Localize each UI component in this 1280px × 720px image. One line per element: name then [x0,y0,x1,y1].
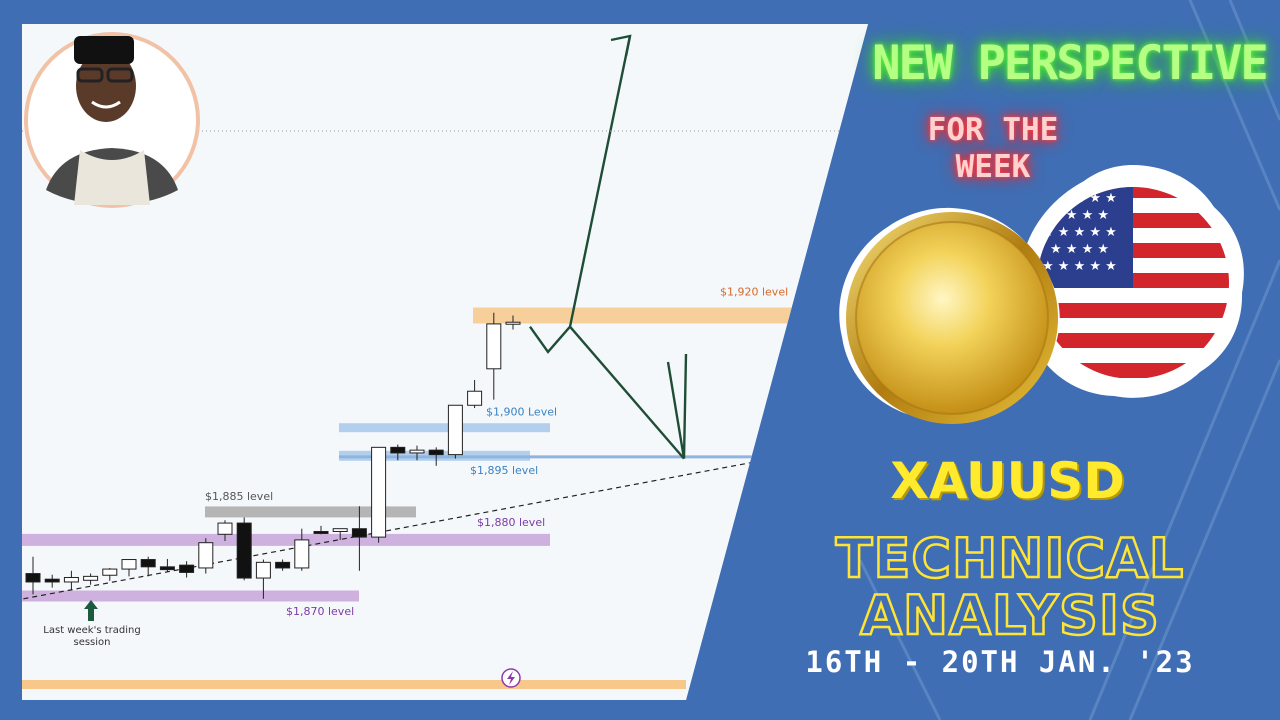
title-line2: FOR THE WEEK [927,112,1059,185]
candle [198,538,214,574]
candle [44,574,60,588]
level-label: $1,885 level [205,490,273,503]
title-line1: NEW PERSPECTIVE [872,36,1268,91]
level-band [22,590,359,602]
level-label: $1,900 Level [486,406,557,419]
svg-text:★ ★ ★ ★ ★: ★ ★ ★ ★ ★ [1042,259,1117,274]
candle [159,558,175,572]
gold-coin-icon [839,207,1060,424]
level-band [22,533,550,546]
svg-text:★ ★ ★ ★: ★ ★ ★ ★ [1050,242,1109,257]
candle [447,404,463,459]
level-label: $1,870 level [286,605,354,618]
candle [275,559,291,571]
bottom-band [22,680,686,689]
candle [179,561,195,578]
candle [217,520,233,542]
level-labels: $1,920 level $1,900 Level $1,895 level $1,8… [205,286,788,619]
svg-text:★ ★ ★ ★ ★: ★ ★ ★ ★ ★ [1042,225,1117,240]
symbol-text: XAUUSD [890,452,1125,510]
candle [83,573,99,585]
candle [25,556,41,595]
arrowhead-up [610,34,632,57]
candle [409,445,425,461]
date-range: 16TH - 20TH JAN. '23 [805,645,1195,679]
candle [467,380,483,409]
level-label: $1,920 level [720,286,788,299]
candle [486,312,502,400]
level-label: $1,880 level [477,516,545,529]
annotation-last-week: Last week's trading session [43,625,141,648]
trendline [23,456,782,600]
candle [121,559,137,577]
candle [332,528,348,540]
candle [371,446,387,543]
up-arrow-icon [84,600,98,621]
candles [25,312,521,599]
projection-up [529,35,632,354]
candle [63,570,79,591]
candle [313,525,329,535]
candle [390,444,406,461]
level-band [339,423,550,433]
subtitle-line2: ANALYSIS [859,583,1160,649]
candle [140,556,156,577]
candle [294,528,310,571]
candle [428,447,444,466]
trendline-dashed [23,456,782,600]
level-bands [22,307,798,602]
arrowhead-down [666,353,688,459]
avatar [24,32,200,208]
lightning-icon [501,668,521,688]
projection-arrows [529,34,688,460]
candle [351,506,367,571]
background-stripes [858,0,1280,720]
candle [102,567,118,581]
level-band [205,506,416,518]
level-band [473,307,798,324]
candle [505,315,521,330]
us-flag-icon: ★ ★ ★ ★ ★ ★ ★ ★ ★ ★ ★ ★ ★ ★ ★ ★ ★ ★ ★ ★ … [1016,165,1244,398]
candle [255,559,271,599]
level-label: $1,895 level [470,464,538,477]
projection-down [569,325,685,460]
subtitle-line1: TECHNICAL [834,526,1185,592]
candle [236,517,252,581]
